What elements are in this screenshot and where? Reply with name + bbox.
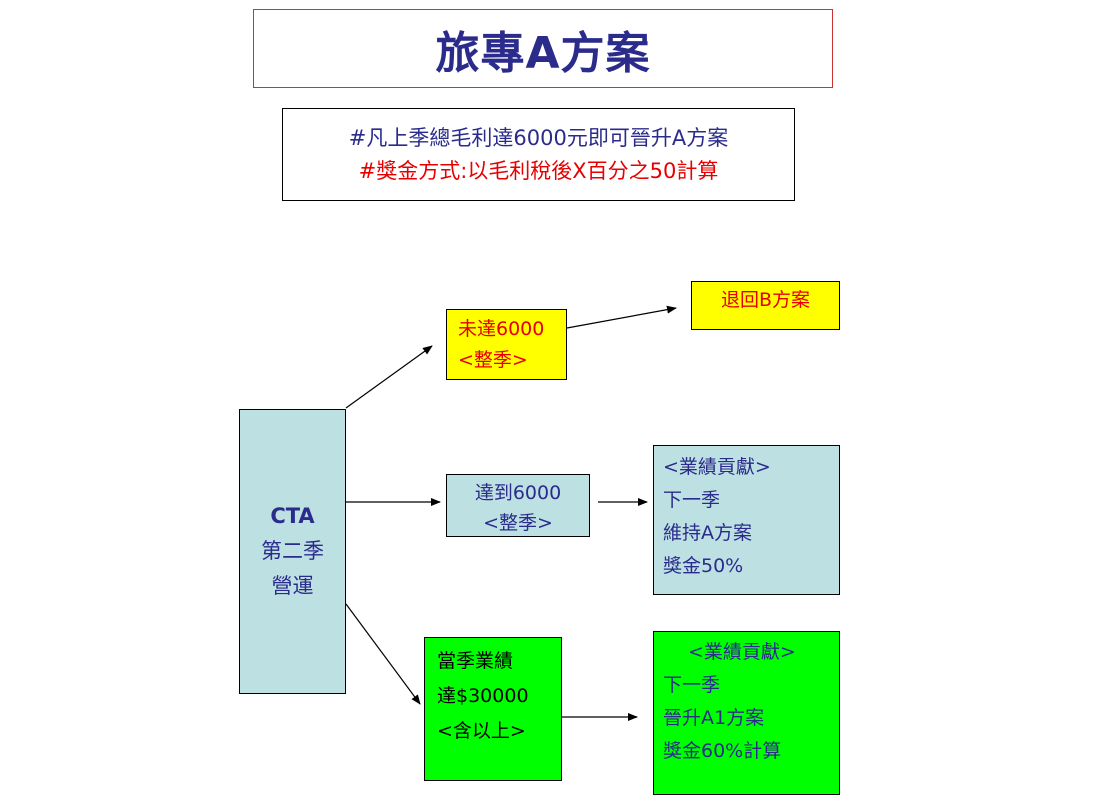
revert-plan-text: 退回B方案 xyxy=(720,289,811,311)
title-box: 旅專A方案 xyxy=(253,9,833,88)
rule-bonus-text: #獎金方式:以毛利稅後X百分之50計算 xyxy=(358,158,719,183)
keep-plan-node: <業績貢獻> 下一季 維持A方案 獎金50% xyxy=(653,445,840,595)
promote-plan-line2: 下一季 xyxy=(663,674,721,696)
promote-plan-line1: <業績貢獻> xyxy=(688,641,796,663)
cta-operation: 營運 xyxy=(271,574,314,598)
promote-plan-node: <業績貢獻> 下一季 晉升A1方案 獎金60%計算 xyxy=(653,631,840,795)
keep-plan-line1: <業績貢獻> xyxy=(663,456,771,478)
fail-condition-node: 未達6000 <整季> xyxy=(446,309,567,380)
exceed-condition-line3: <含以上> xyxy=(437,720,526,742)
exceed-condition-line2: 達$30000 xyxy=(437,685,529,707)
arrow-cta-to-fail xyxy=(345,345,433,409)
keep-plan-line3: 維持A方案 xyxy=(663,522,752,544)
revert-plan-node: 退回B方案 xyxy=(691,281,840,330)
keep-plan-line4: 獎金50% xyxy=(663,555,744,577)
meet-condition-line1: 達到6000 xyxy=(474,482,562,504)
cta-label: CTA xyxy=(270,504,315,528)
fail-condition-line2: <整季> xyxy=(458,349,528,371)
cta-quarter: 第二季 xyxy=(261,539,324,563)
keep-plan-line2: 下一季 xyxy=(663,489,721,511)
rules-note-box: #凡上季總毛利達6000元即可晉升A方案 #獎金方式:以毛利稅後X百分之50計算 xyxy=(282,108,795,201)
exceed-condition-line1: 當季業績 xyxy=(437,650,514,672)
arrow-fail-to-revert xyxy=(566,305,677,329)
cta-source-node: CTA 第二季 營運 xyxy=(239,409,346,694)
fail-condition-line1: 未達6000 xyxy=(458,318,545,340)
arrow-cta-to-exceed xyxy=(345,603,421,705)
meet-condition-node: 達到6000 <整季> xyxy=(446,474,590,537)
promote-plan-line4: 獎金60%計算 xyxy=(663,740,782,762)
rule-promotion-text: #凡上季總毛利達6000元即可晉升A方案 xyxy=(348,125,729,150)
meet-condition-line2: <整季> xyxy=(483,512,553,534)
page-title: 旅專A方案 xyxy=(435,27,651,79)
promote-plan-line3: 晉升A1方案 xyxy=(663,707,765,729)
exceed-condition-node: 當季業績 達$30000 <含以上> xyxy=(424,637,562,781)
